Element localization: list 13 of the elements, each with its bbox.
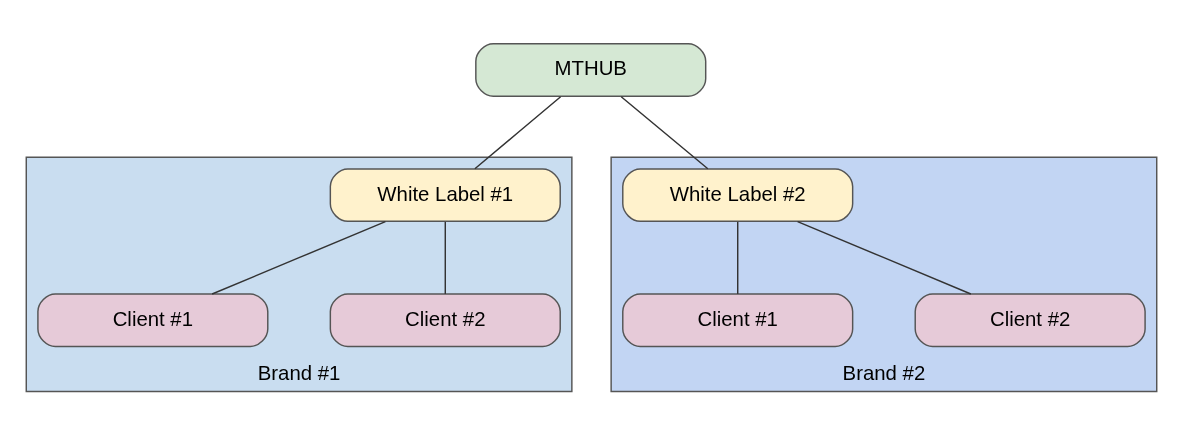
node-box: White Label #1: [329, 167, 561, 222]
connector: [796, 220, 972, 295]
connector: [444, 220, 446, 295]
node-box: Client #2: [914, 292, 1146, 347]
node-box: Client #1: [622, 292, 854, 347]
node-box: White Label #2: [622, 167, 854, 222]
connector: [474, 95, 562, 170]
node-box: Client #2: [329, 292, 561, 347]
node-box: MTHUB: [475, 42, 707, 97]
node-box: Client #1: [37, 292, 269, 347]
connector: [737, 220, 739, 295]
connector: [211, 220, 387, 295]
connector: [620, 95, 709, 170]
